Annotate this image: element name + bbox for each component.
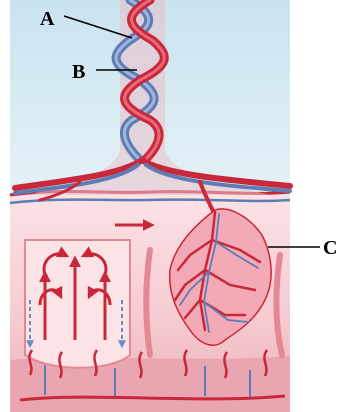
label-b: B [72, 62, 85, 82]
label-c: C [323, 238, 337, 258]
label-a: A [40, 9, 54, 29]
